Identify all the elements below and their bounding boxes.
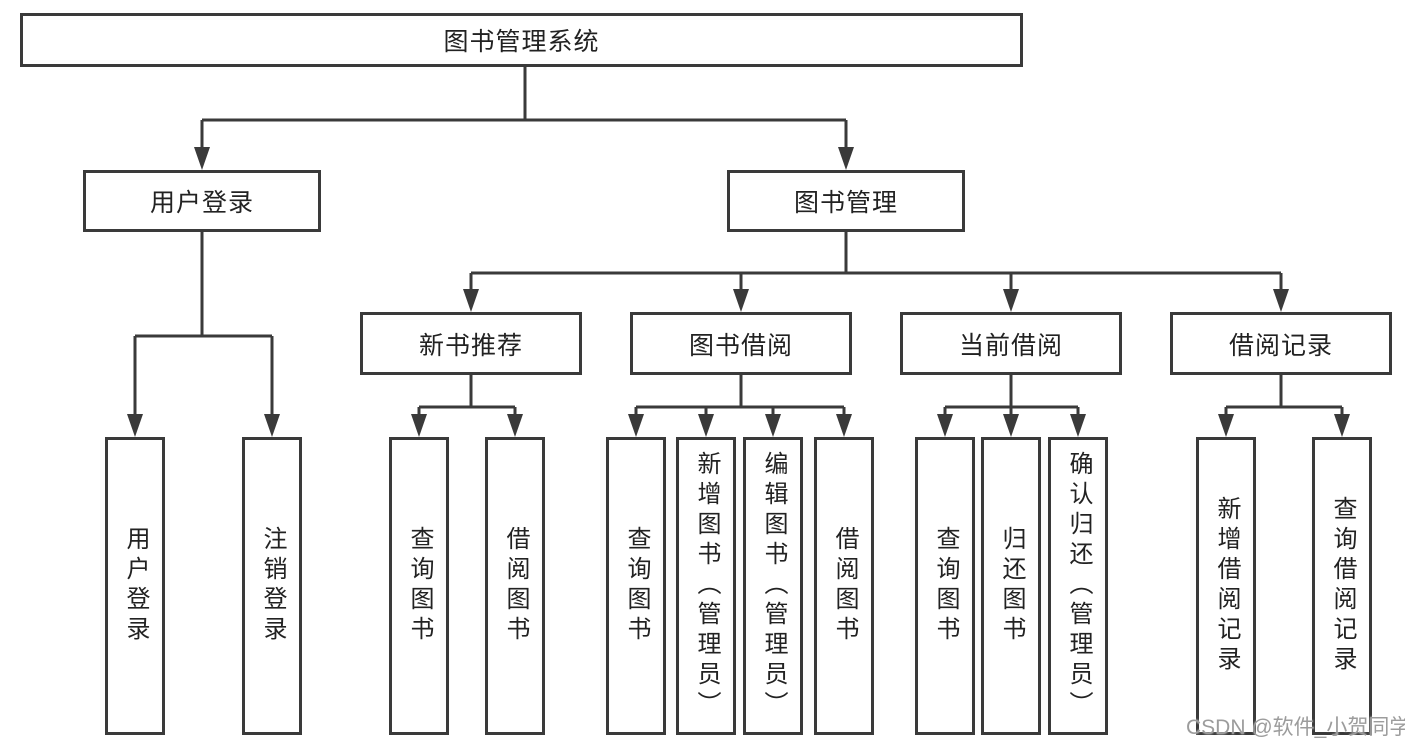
node-current-borrowing: 当前借阅 [900, 312, 1122, 375]
leaf-logout-login-label: 注销登录 [259, 526, 286, 646]
leaf-borrow-books-action-label: 借阅图书 [831, 526, 858, 646]
node-current-borrowing-label: 当前借阅 [958, 331, 1063, 360]
leaf-user-login-action-label: 用户登录 [122, 526, 149, 646]
leaf-add-book-admin: 新增图书（管理员） [676, 437, 736, 735]
leaf-query-books-current-label: 查询图书 [932, 526, 959, 646]
leaf-confirm-return-admin: 确认归还（管理员） [1048, 437, 1108, 735]
leaf-add-borrow-record-label: 新增借阅记录 [1213, 496, 1240, 676]
leaf-edit-book-admin: 编辑图书（管理员） [743, 437, 803, 735]
node-borrowing-records-label: 借阅记录 [1228, 331, 1333, 360]
node-borrowing-records: 借阅记录 [1170, 312, 1392, 375]
node-book-management-label: 图书管理 [793, 189, 898, 217]
leaf-borrow-books-recommend-label: 借阅图书 [502, 526, 529, 646]
node-user-login-label: 用户登录 [149, 189, 254, 217]
node-new-book-recommend-label: 新书推荐 [418, 331, 523, 360]
node-book-management: 图书管理 [727, 170, 965, 232]
watermark-text: CSDN @软件_小贺同学 [1186, 716, 1405, 739]
node-book-borrowing-label: 图书借阅 [688, 331, 793, 360]
leaf-query-books-borrow: 查询图书 [606, 437, 666, 735]
leaf-user-login-action: 用户登录 [105, 437, 165, 735]
leaf-edit-book-admin-label: 编辑图书（管理员） [760, 451, 787, 721]
leaf-logout-login: 注销登录 [242, 437, 302, 735]
leaf-add-borrow-record: 新增借阅记录 [1196, 437, 1256, 735]
node-book-borrowing: 图书借阅 [630, 312, 852, 375]
leaf-confirm-return-admin-label: 确认归还（管理员） [1065, 451, 1092, 721]
leaf-add-book-admin-label: 新增图书（管理员） [693, 451, 720, 721]
arrowheads [127, 147, 1350, 437]
node-library-system-label: 图书管理系统 [443, 28, 600, 56]
node-user-login: 用户登录 [83, 170, 321, 232]
leaf-query-books-current: 查询图书 [915, 437, 975, 735]
leaf-query-books-borrow-label: 查询图书 [623, 526, 650, 646]
node-new-book-recommend: 新书推荐 [360, 312, 582, 375]
leaf-query-books-recommend-label: 查询图书 [406, 526, 433, 646]
leaf-return-books-label: 归还图书 [998, 526, 1025, 646]
node-library-system: 图书管理系统 [20, 13, 1023, 67]
leaf-borrow-books-recommend: 借阅图书 [485, 437, 545, 735]
leaf-query-books-recommend: 查询图书 [389, 437, 449, 735]
leaf-query-borrow-record: 查询借阅记录 [1312, 437, 1372, 735]
leaf-borrow-books-action: 借阅图书 [814, 437, 874, 735]
leaf-query-borrow-record-label: 查询借阅记录 [1329, 496, 1356, 676]
leaf-return-books: 归还图书 [981, 437, 1041, 735]
